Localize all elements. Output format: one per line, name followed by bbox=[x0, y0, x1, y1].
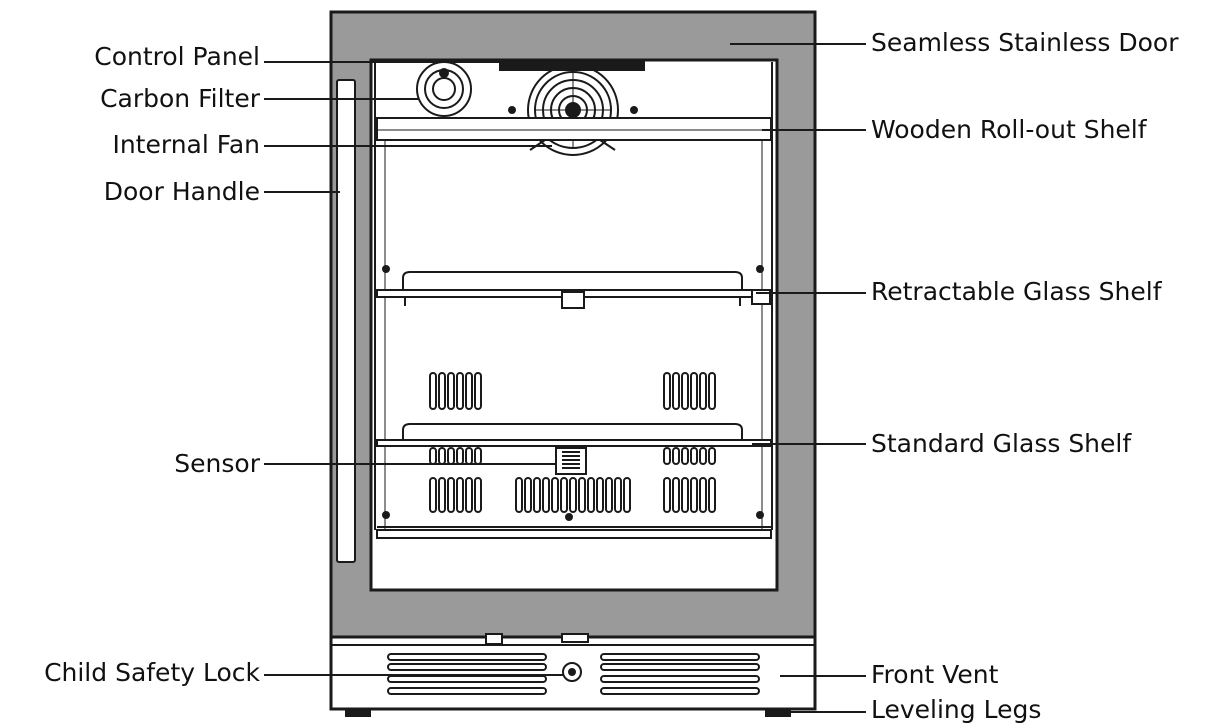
label-leveling-legs: Leveling Legs bbox=[871, 695, 1042, 724]
label-seamless-stainless-door: Seamless Stainless Door bbox=[871, 28, 1179, 57]
upper-vent-slots bbox=[429, 372, 716, 410]
door-handle bbox=[336, 79, 356, 563]
leveling-leg-left bbox=[345, 708, 371, 717]
front-vent-left bbox=[387, 653, 547, 661]
internal-fan bbox=[508, 64, 638, 156]
label-standard-glass-shelf: Standard Glass Shelf bbox=[871, 429, 1132, 458]
wooden-rollout-shelf bbox=[376, 117, 772, 141]
standard-glass-shelf bbox=[376, 423, 772, 475]
label-control-panel: Control Panel bbox=[94, 42, 260, 71]
base bbox=[329, 633, 817, 717]
label-sensor: Sensor bbox=[174, 449, 260, 478]
lower-vent-slots bbox=[429, 447, 716, 513]
label-carbon-filter: Carbon Filter bbox=[100, 84, 260, 113]
front-vent-right bbox=[600, 653, 760, 661]
label-child-safety-lock: Child Safety Lock bbox=[44, 658, 260, 687]
label-door-handle: Door Handle bbox=[103, 177, 260, 206]
label-retractable-glass-shelf: Retractable Glass Shelf bbox=[871, 277, 1162, 306]
leveling-leg-right bbox=[765, 708, 791, 717]
label-internal-fan: Internal Fan bbox=[112, 130, 260, 159]
label-wooden-rollout-shelf: Wooden Roll-out Shelf bbox=[871, 115, 1147, 144]
leader-lines bbox=[264, 43, 866, 713]
label-front-vent: Front Vent bbox=[871, 660, 999, 689]
bottom-bin bbox=[376, 526, 772, 539]
interior bbox=[374, 59, 773, 539]
